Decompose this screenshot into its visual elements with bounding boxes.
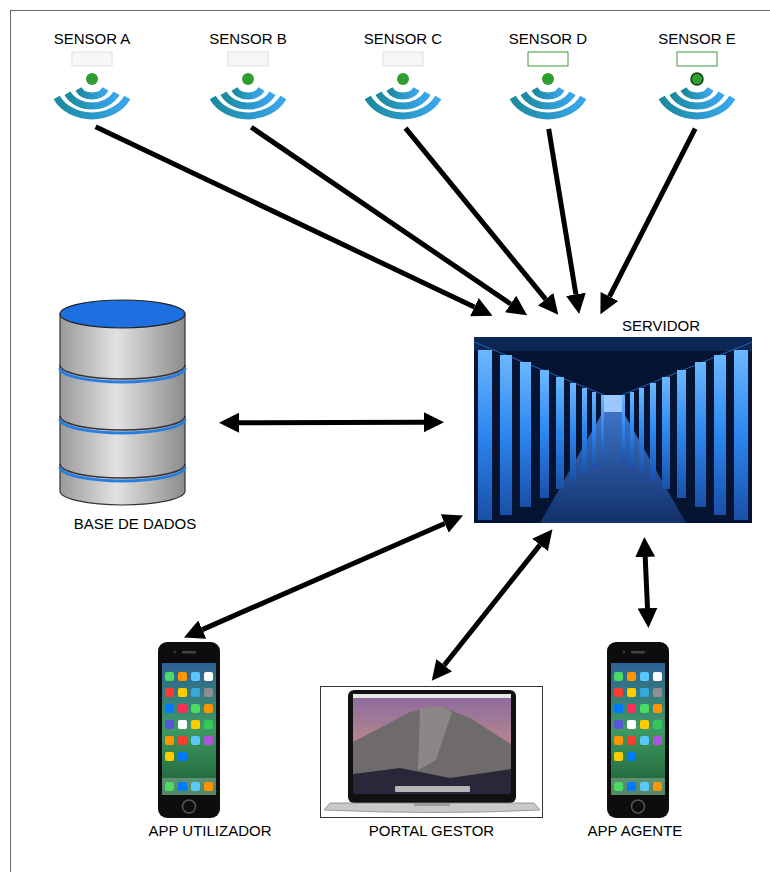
- sensor-icon: [662, 52, 733, 116]
- server-photo: [474, 337, 752, 523]
- sensor-icon: [513, 52, 584, 116]
- sensor-node: SENSOR B: [193, 30, 303, 125]
- node-label: SENSOR C: [364, 30, 442, 48]
- sensor-icon: [368, 52, 439, 116]
- user-app-node: APP UTILIZADOR: [135, 640, 285, 842]
- sensor-node: SENSOR C: [348, 30, 458, 125]
- arrow-connector: [96, 127, 475, 307]
- node-label: SENSOR A: [54, 30, 131, 48]
- node-label: SENSOR D: [509, 30, 587, 48]
- database-node: BASE DE DADOS: [55, 298, 215, 538]
- node-label: PORTAL GESTOR: [369, 822, 494, 840]
- arrow-connector: [549, 129, 576, 294]
- node-label: APP UTILIZADOR: [148, 822, 271, 840]
- arrow-connector: [645, 557, 647, 608]
- smartphone: [607, 642, 669, 818]
- node-label: SENSOR B: [209, 30, 287, 48]
- arrow-connector: [406, 128, 546, 299]
- node-label: SENSOR E: [658, 30, 736, 48]
- page-frame: [10, 10, 770, 872]
- sensor-icon: [213, 52, 284, 116]
- sensor-icon: [57, 52, 128, 116]
- database-cylinder: [60, 300, 185, 505]
- node-label: SERVIDOR: [622, 317, 700, 335]
- sensor-node: SENSOR A: [37, 30, 147, 125]
- arrow-connector: [444, 545, 540, 665]
- arrow-connector: [610, 129, 696, 297]
- arrow-connector: [239, 420, 424, 426]
- laptop: [321, 687, 543, 818]
- arrow-connector: [251, 127, 510, 304]
- arrow-connector: [202, 524, 444, 630]
- sensor-node: SENSOR E: [642, 30, 752, 125]
- node-label: APP AGENTE: [588, 822, 683, 840]
- sensor-node: SENSOR D: [493, 30, 603, 125]
- node-label: BASE DE DADOS: [74, 515, 197, 533]
- server-node: SERVIDOR: [474, 317, 752, 523]
- manager-portal-node: PORTAL GESTOR: [320, 684, 543, 842]
- agent-app-node: APP AGENTE: [565, 640, 705, 842]
- smartphone: [158, 642, 220, 818]
